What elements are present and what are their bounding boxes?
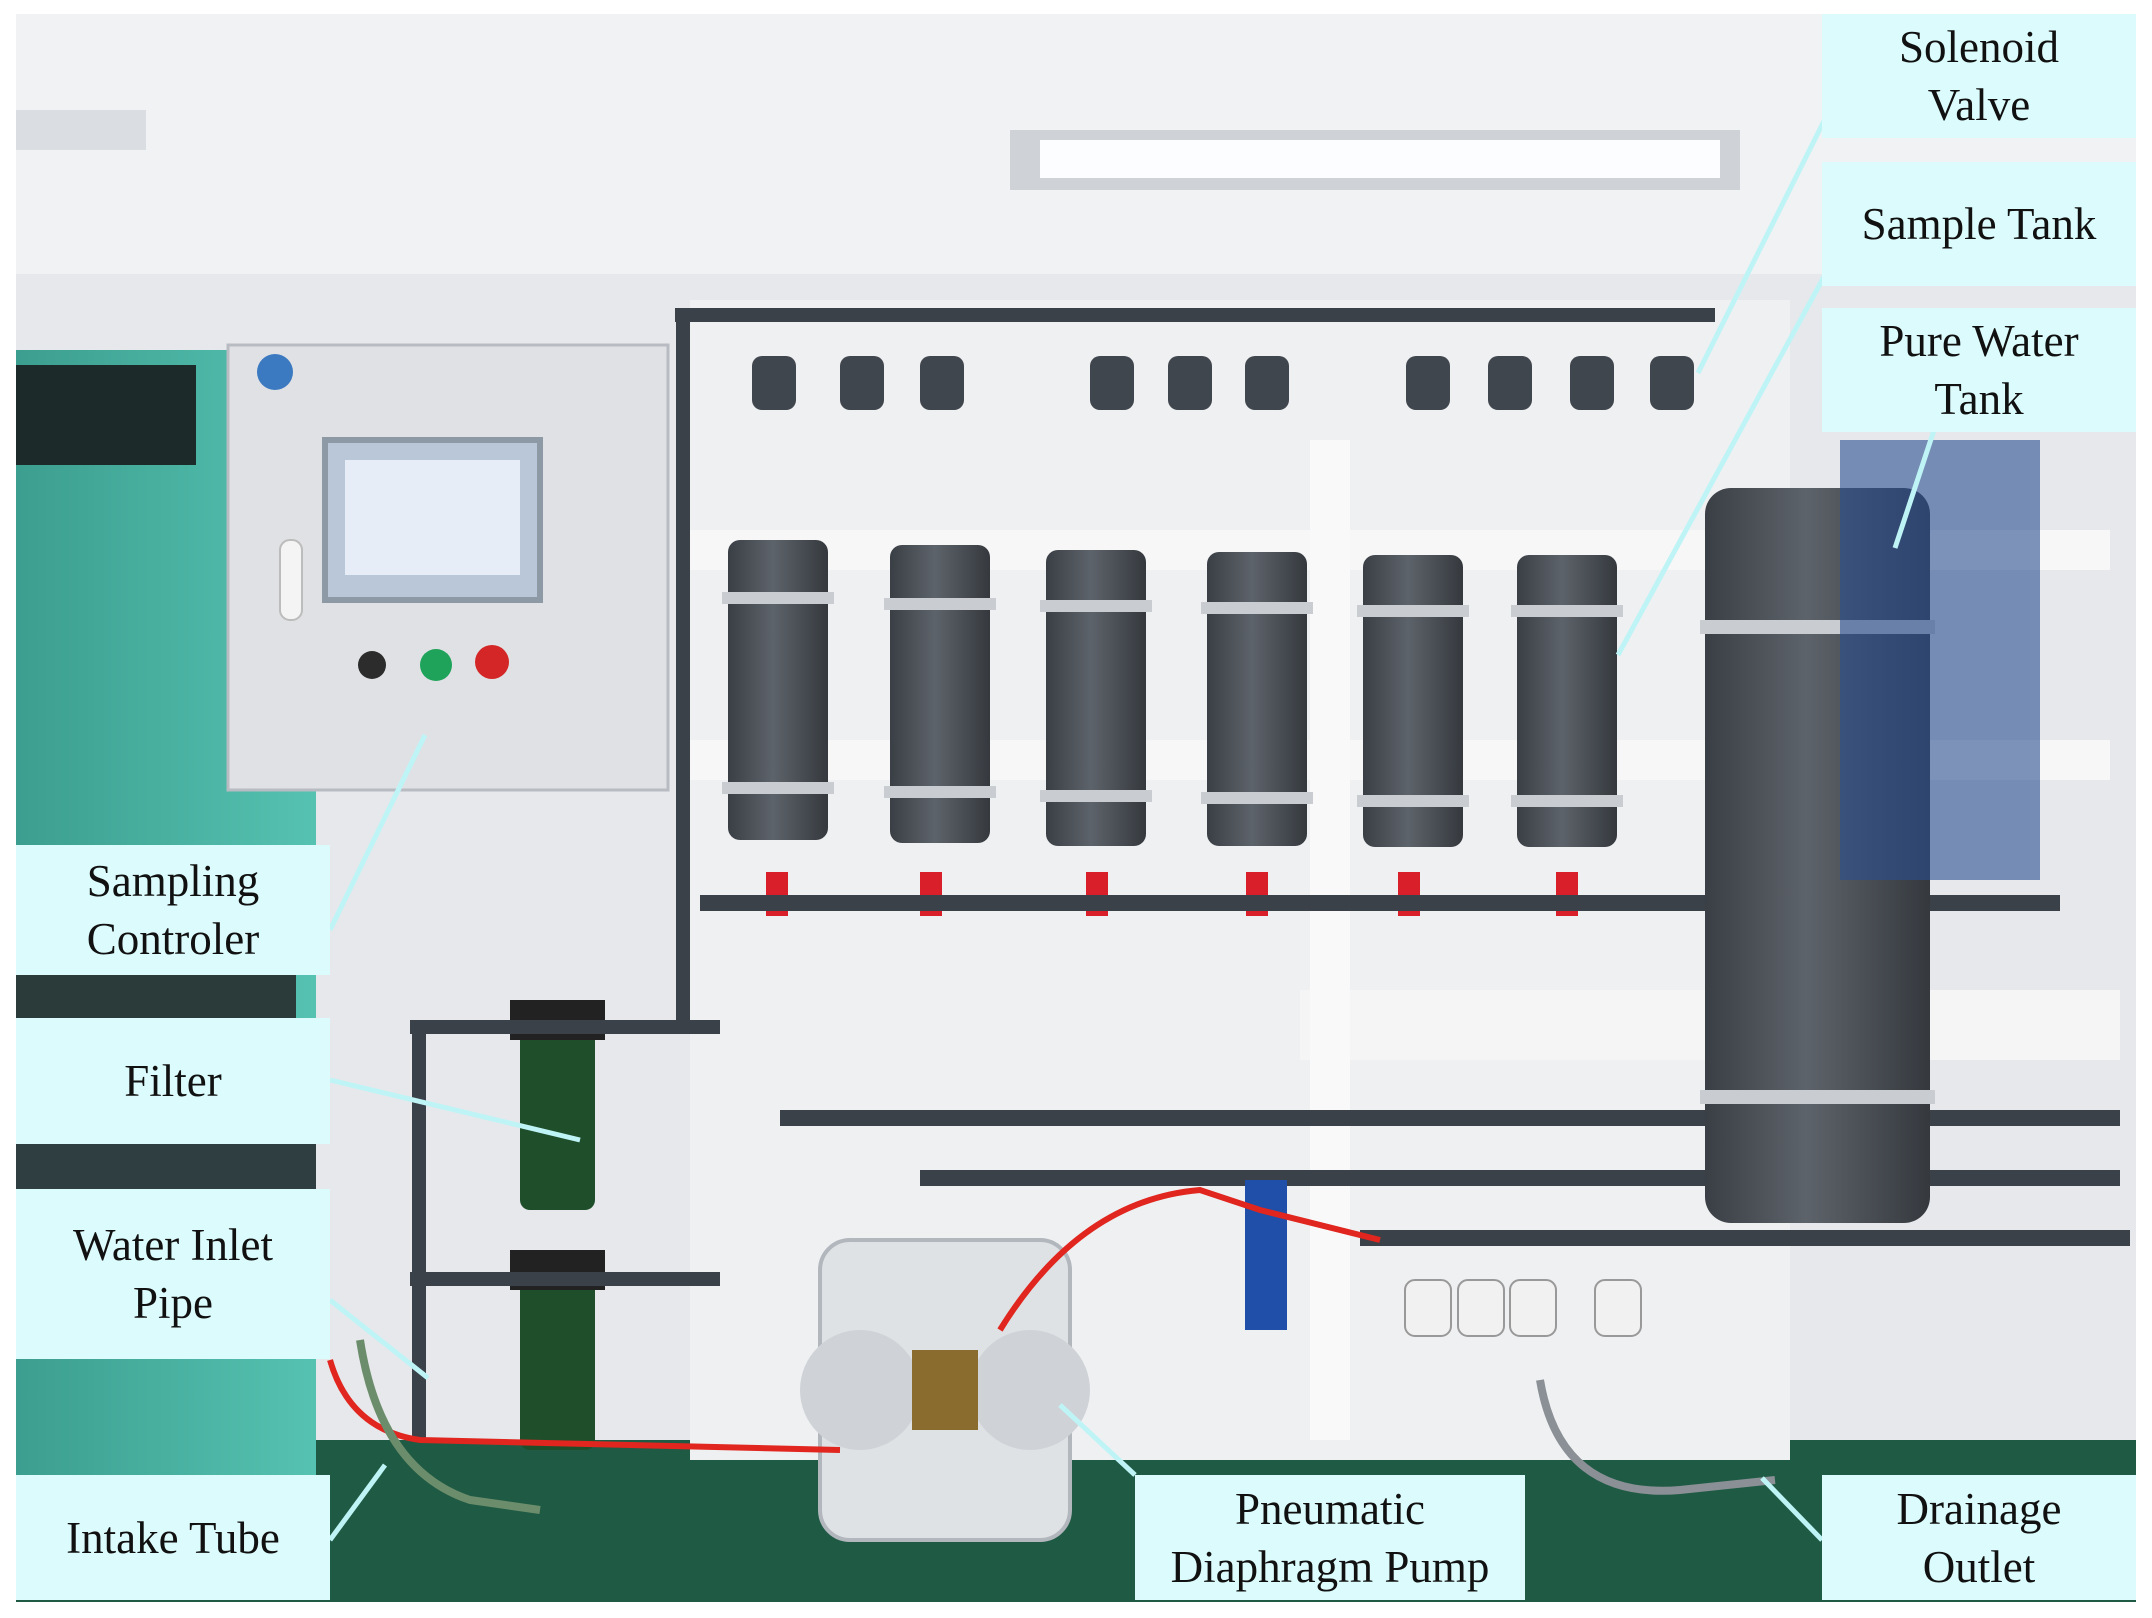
leader-lines	[327, 103, 1943, 1542]
red-button	[475, 645, 509, 679]
drain-manifold-3	[920, 1170, 2120, 1186]
label-water-inlet-pipe: Water Inlet Pipe	[16, 1189, 330, 1359]
filter-pipe-bottom	[410, 1272, 720, 1286]
ceiling-light	[1040, 140, 1720, 178]
tank-bands	[722, 592, 1623, 807]
vent	[16, 110, 146, 150]
label-solenoid-valve: Solenoid Valve	[1822, 14, 2136, 138]
label-filter: Filter	[16, 1018, 330, 1144]
sample-tanks	[728, 540, 1617, 847]
board-post	[1310, 440, 1350, 1440]
drain-manifold-4	[1360, 1230, 2130, 1246]
air-filter	[1245, 1180, 1287, 1330]
label-sample-tank: Sample Tank	[1822, 162, 2136, 286]
label-sampling-controller: Sampling Controler	[16, 845, 330, 975]
drain-solenoids	[1404, 1279, 1642, 1337]
filter-bottom	[520, 1260, 595, 1450]
pump-center	[912, 1350, 978, 1430]
drain-hose	[1536, 1379, 1776, 1495]
pump-chamber-left	[800, 1330, 920, 1450]
pump-chamber-right	[970, 1330, 1090, 1450]
knob	[358, 651, 386, 679]
handle	[279, 539, 303, 621]
left-riser-pipe	[676, 308, 690, 1028]
air-line	[997, 1186, 1381, 1332]
filter-top	[520, 1010, 595, 1210]
logo	[257, 354, 293, 390]
label-pure-water-tank: Pure Water Tank	[1822, 308, 2136, 432]
pure-tank-band-bottom	[1700, 1090, 1935, 1104]
air-line-2	[327, 1359, 841, 1453]
green-button	[420, 649, 452, 681]
top-manifold-pipe	[675, 308, 1715, 322]
filter-pipe-left	[412, 1020, 426, 1440]
controller-display	[345, 460, 520, 575]
filter-pipe-top	[410, 1020, 720, 1034]
solenoid-valves	[752, 356, 1694, 410]
cabinet-vent-top	[16, 365, 196, 465]
label-drainage-outlet: Drainage Outlet	[1822, 1475, 2136, 1600]
floor	[16, 1440, 2136, 1602]
label-pneumatic-diaphragm-pump: Pneumatic Diaphragm Pump	[1135, 1475, 1525, 1600]
label-intake-tube: Intake Tube	[16, 1475, 330, 1600]
hose	[356, 1339, 541, 1514]
blue-cloth	[1840, 440, 2040, 880]
